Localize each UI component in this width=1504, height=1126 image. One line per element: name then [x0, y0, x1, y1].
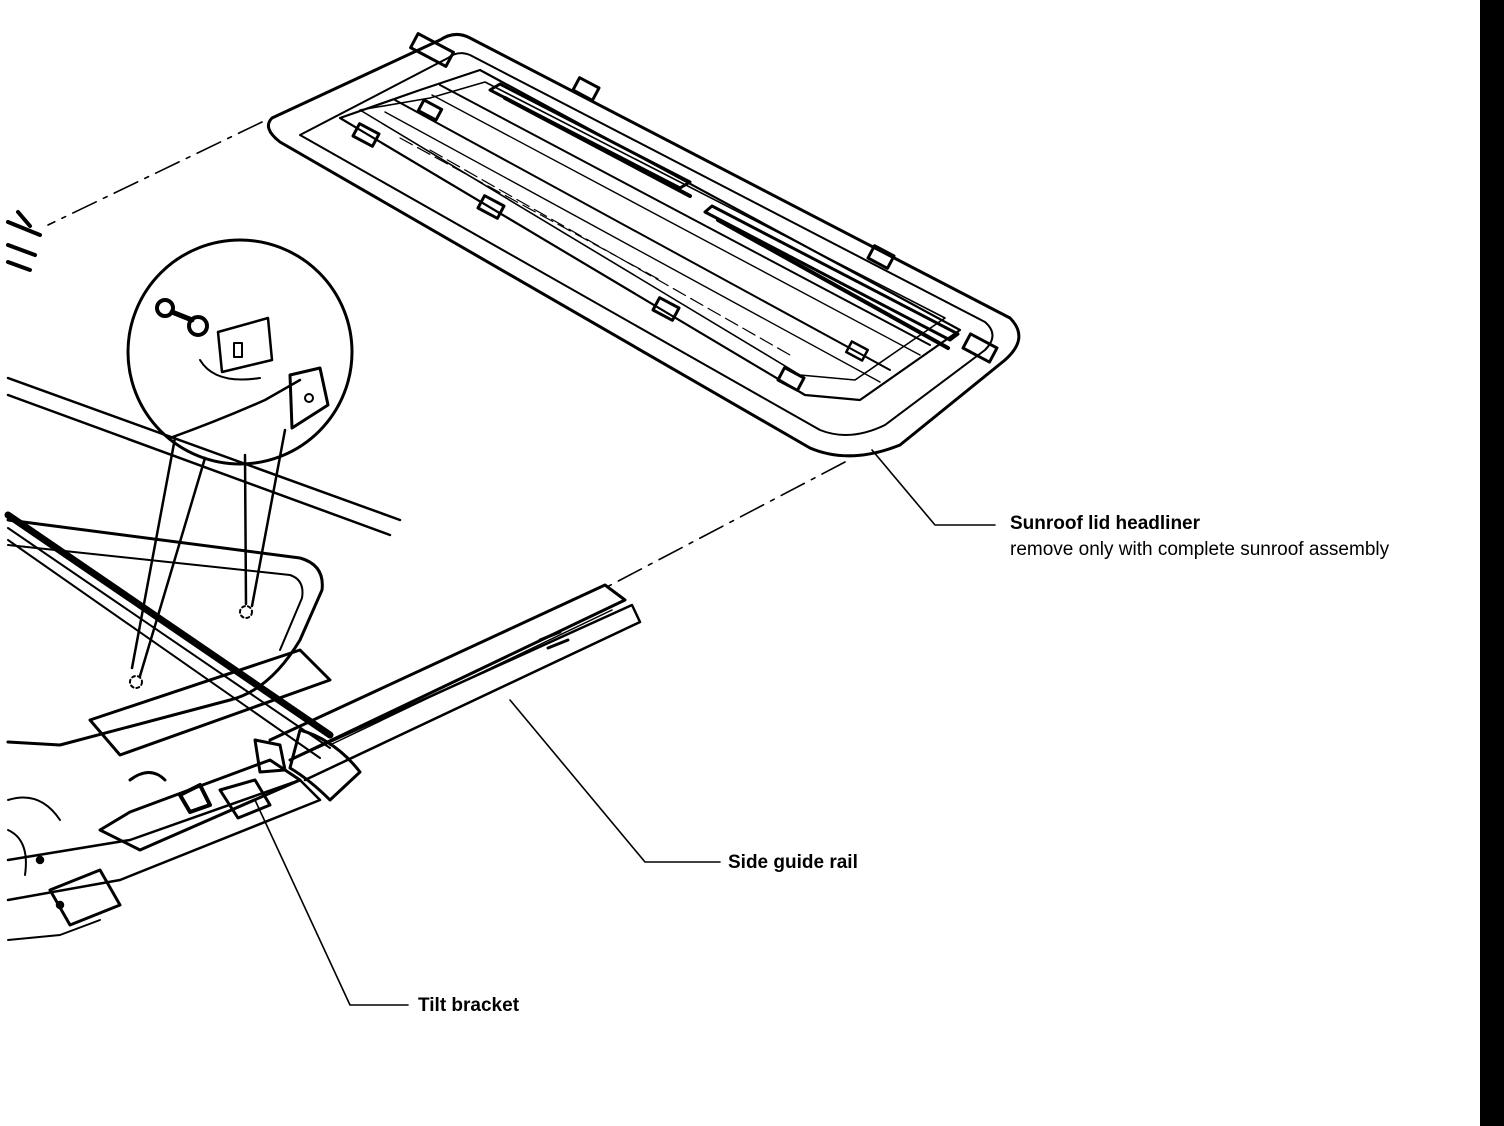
side-rail-leader	[509, 699, 721, 863]
sunroof-frame-drawing	[4, 210, 642, 941]
label-sunroof-lid-headliner-title: Sunroof lid headliner	[1010, 513, 1201, 534]
label-sunroof-lid-headliner-note: remove only with complete sunroof assemb…	[1010, 539, 1390, 560]
headliner-leader	[871, 449, 996, 526]
label-side-guide-rail: Side guide rail	[728, 850, 858, 876]
detail-magnifier	[126, 238, 354, 678]
tilt-bracket-leader	[254, 799, 409, 1006]
right-edge-bar	[1480, 0, 1504, 1126]
sunroof-lid-headliner-drawing	[266, 32, 1021, 458]
label-tilt-bracket: Tilt bracket	[418, 993, 519, 1019]
label-side-guide-rail-title: Side guide rail	[728, 852, 858, 873]
leader-lines	[254, 449, 996, 1006]
label-sunroof-lid-headliner: Sunroof lid headliner remove only with c…	[1010, 511, 1389, 563]
alignment-lines	[47, 121, 846, 589]
label-tilt-bracket-title: Tilt bracket	[418, 995, 520, 1016]
